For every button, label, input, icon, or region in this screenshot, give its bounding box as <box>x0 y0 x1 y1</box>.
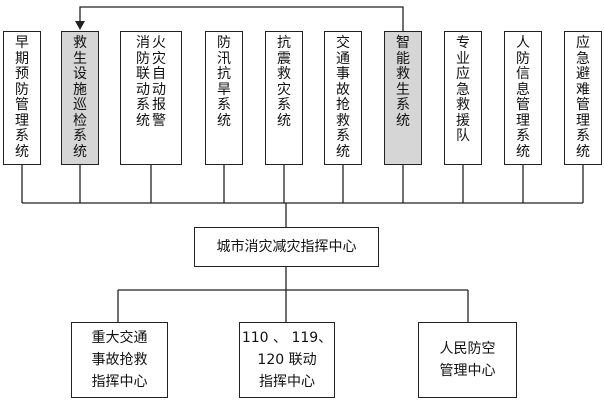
emergency-rescue-team-system-box: 专业应急救援队 <box>444 31 482 165</box>
system-label-column: 人防信息管理系统 <box>516 35 530 160</box>
system-label-column: 智能救生系统 <box>396 35 410 129</box>
system-label-column: 防汛抗旱系统 <box>217 35 231 129</box>
civil-defense-center-label: 人民防空 管理中心 <box>439 341 496 379</box>
system-label-column: 消防联动系统 <box>136 35 150 129</box>
emergency-shelter-system-box: 应急避难管理系统 <box>564 31 602 165</box>
system-label-column: 应急避难管理系统 <box>576 35 590 160</box>
traffic-accident-rescue-system-box: 交通事故抢救系统 <box>324 31 362 165</box>
system-label-column: 救生设施巡检系统 <box>73 35 87 160</box>
early-prevention-system-box: 早期预防管理系统 <box>3 31 41 165</box>
feedback-arrow-line <box>79 6 404 31</box>
traffic-accident-center-label: 重大交通 事故抢救 指挥中心 <box>91 330 148 390</box>
traffic-accident-center-box: 重大交通 事故抢救 指挥中心 <box>71 322 168 398</box>
system-label-column: 抗震救灾系统 <box>277 35 291 129</box>
civil-defense-info-system-box: 人防信息管理系统 <box>504 31 542 165</box>
emergency-linkage-center-box: 110 、 119、 120 联动 指挥中心 <box>239 322 335 398</box>
civil-defense-center-box: 人民防空 管理中心 <box>418 322 517 398</box>
flood-drought-system-box: 防汛抗旱系统 <box>205 31 243 165</box>
system-label-column: 交通事故抢救系统 <box>336 35 350 160</box>
smart-lifesaving-system-box: 智能救生系统 <box>384 31 422 165</box>
earthquake-relief-system-box: 抗震救灾系统 <box>265 31 303 165</box>
emergency-linkage-center-label: 110 、 119、 120 联动 指挥中心 <box>241 330 333 390</box>
command-center-label: 城市消灾减灾指挥中心 <box>216 239 357 255</box>
arrowhead-icon <box>75 21 85 30</box>
system-label-column: 专业应急救援队 <box>456 35 470 144</box>
system-label-column: 火灾自动报警 <box>152 35 166 129</box>
command-center-box: 城市消灾减灾指挥中心 <box>194 227 379 267</box>
system-label-column: 早期预防管理系统 <box>15 35 29 160</box>
fire-linkage-system-box: 消防联动系统火灾自动报警 <box>120 31 182 165</box>
lifesaving-inspection-system-box: 救生设施巡检系统 <box>61 31 99 165</box>
